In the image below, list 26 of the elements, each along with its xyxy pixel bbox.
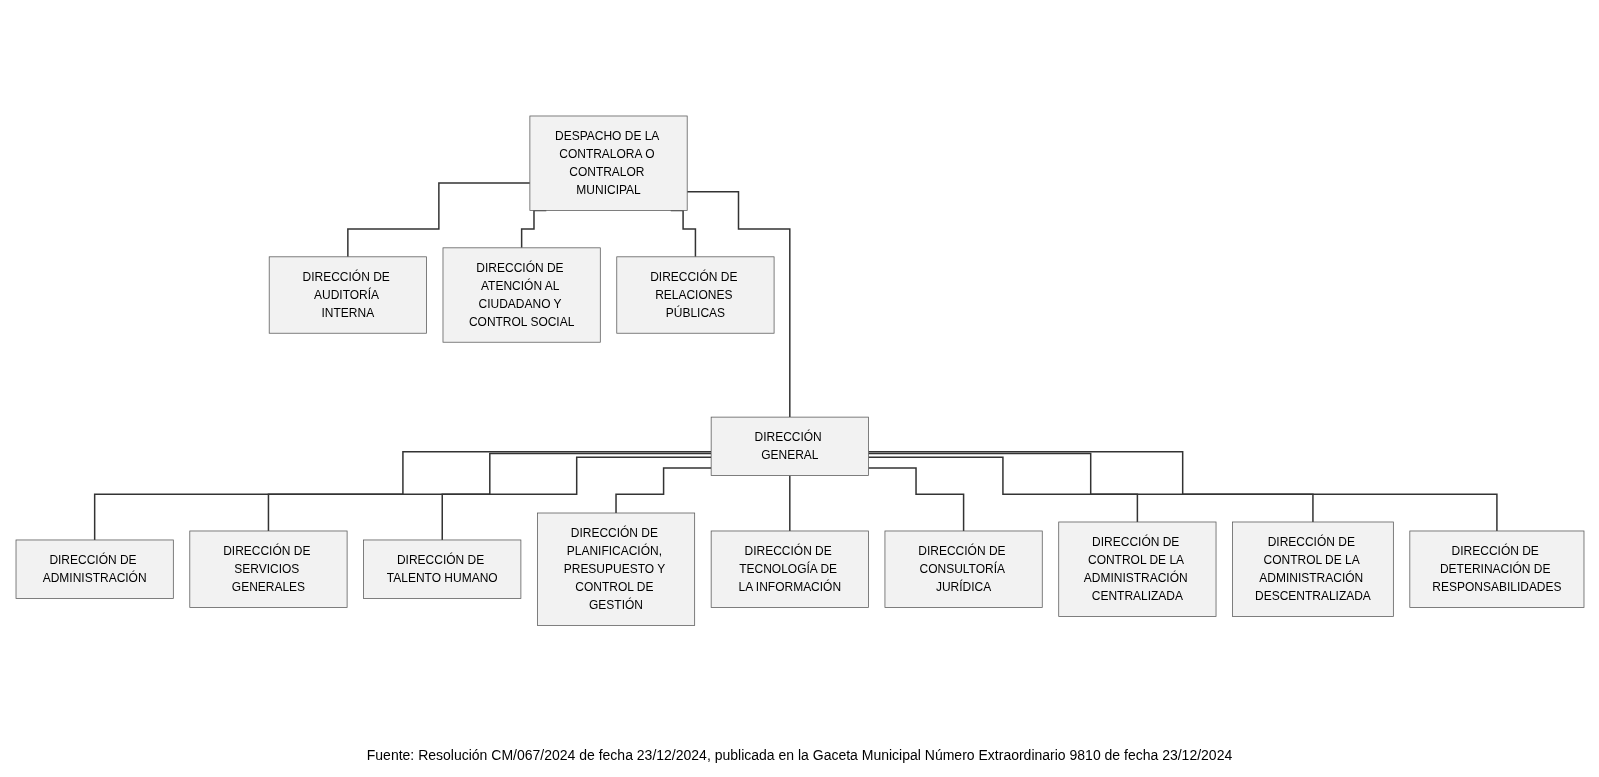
node-box: DIRECCIÓN DE TALENTO HUMANO [362,539,521,599]
node-box: DIRECCIÓN DE CONTROL DE LA ADMINISTRACIÓN DESCENTRALIZADA [1231,521,1394,617]
connector [788,474,791,532]
node-box: DIRECCIÓN GENERAL [710,416,869,476]
connector [867,456,1138,523]
connector [685,190,791,418]
node-box: DIRECCIÓN DE ADMINISTRACIÓN [15,539,174,599]
connector [346,182,531,258]
node-box: DIRECCIÓN DE CONSULTORÍA JURÍDICA [884,530,1043,608]
node-box: DIRECCIÓN DE TECNOLOGÍA DE LA INFORMACIÓN [710,530,869,608]
connector [867,467,964,532]
node-box: DESPACHO DE LA CONTRALORA O CONTRALOR MUNICIPAL [529,115,688,211]
node-box: DIRECCIÓN DE ATENCIÓN AL CIUDADANO Y CONTROL SOCIAL [442,247,601,343]
node-box: DIRECCIÓN DE AUDITORÍA INTERNA [268,256,427,334]
node-box: DIRECCIÓN DE PLANIFICACIÓN, PRESUPUESTO Y CONTROL DE GESTIÓN [536,512,695,626]
node-box: DIRECCIÓN DE DETERINACIÓN DE RESPONSABILIDADES [1408,530,1584,608]
connector [867,450,1498,532]
connector [867,452,1314,523]
node-box: DIRECCIÓN DE SERVICIOS GENERALES [188,530,347,608]
connector [267,452,712,532]
connector [93,450,712,541]
source-caption: Fuente: Resolución CM/067/2024 de fecha 23/12/2024, publicada en la Gaceta Municipal Número Extraordinario 9810 de fecha 23/12/2024 [366,747,1233,763]
node-box: DIRECCIÓN DE CONTROL DE LA ADMINISTRACIÓN CENTRALIZADA [1057,521,1216,617]
node-box: DIRECCIÓN DE RELACIONES PÚBLICAS [615,256,774,334]
connector [441,456,712,541]
connector [614,467,712,514]
